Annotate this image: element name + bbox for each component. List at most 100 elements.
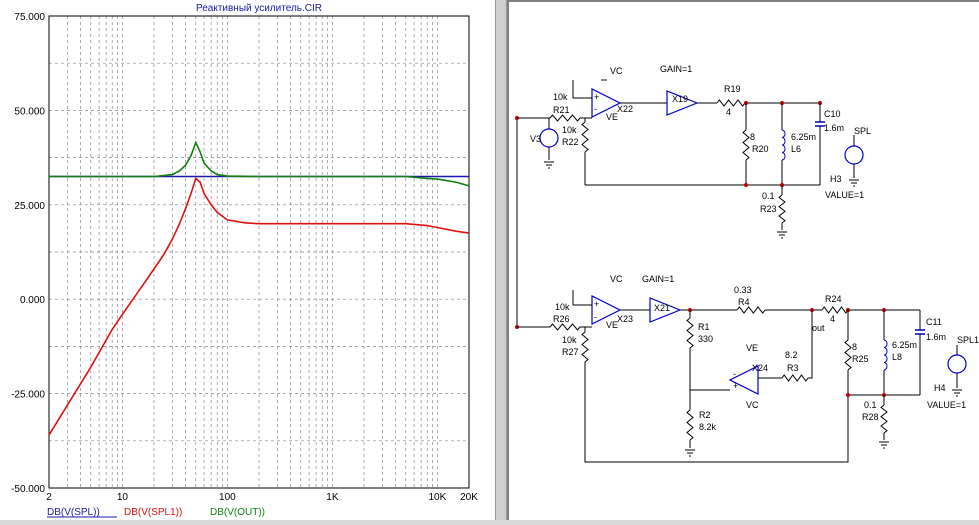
- y-tick-label: -25.000: [11, 390, 45, 401]
- resistor-R24[interactable]: [821, 306, 849, 314]
- resistor-R25[interactable]: [844, 339, 852, 371]
- label-R26: R26: [553, 314, 570, 324]
- label-SPL1: SPL1: [957, 335, 979, 345]
- label-R19: R19: [724, 84, 741, 94]
- label-L6: L6: [791, 144, 801, 154]
- label-R20-value: 8: [750, 132, 755, 142]
- junction-dot: [744, 183, 748, 187]
- wire: [572, 290, 592, 306]
- legend-entry-3[interactable]: DB(V(OUT)): [210, 507, 265, 518]
- y-tick-label: 50.000: [14, 106, 45, 117]
- y-tick-label: 75.000: [14, 12, 45, 23]
- label-R3-value: 8.2: [785, 350, 798, 360]
- opamp-X22-plus: +: [594, 92, 599, 102]
- schematic-group: 10kR21+-VCVEX22V310kR22GAIN=1X19R1948R20…: [515, 64, 979, 463]
- x-tick-label: 10: [117, 492, 129, 503]
- label-X24: X24: [752, 363, 768, 373]
- wire: [572, 80, 592, 99]
- legend-entry-1[interactable]: DB(V(SPL)): [47, 507, 100, 518]
- opamp-X24[interactable]: [728, 365, 759, 395]
- label-H3-value: VALUE=1: [825, 190, 864, 200]
- resistor-R19[interactable]: [716, 99, 746, 107]
- label-C11: C11: [926, 317, 942, 327]
- label-X24-ve: VE: [746, 343, 758, 353]
- label-X22-vc: VC: [610, 66, 623, 76]
- label-R28-value: 0.1: [864, 400, 877, 410]
- x-tick-label: 10K: [428, 492, 446, 503]
- label-R28: R28: [862, 412, 879, 422]
- label-R20: R20: [752, 144, 769, 154]
- label-X22: X22: [617, 104, 633, 114]
- resistor-R22[interactable]: [581, 121, 589, 153]
- label-H4-value: VALUE=1: [927, 400, 966, 410]
- source-SPL1[interactable]: [947, 354, 967, 374]
- label-R1-value: 330: [698, 334, 713, 344]
- schematic-svg[interactable]: 10kR21+-VCVEX22V310kR22GAIN=1X19R1948R20…: [509, 2, 979, 520]
- resistor-R21[interactable]: [549, 114, 581, 122]
- label-X24-vc: VC: [746, 400, 759, 410]
- label-C10: C10: [824, 109, 841, 119]
- wire: [584, 362, 849, 463]
- label-R24-value: 4: [830, 314, 835, 324]
- series-line-2: [48, 177, 470, 436]
- source-SPL[interactable]: [844, 145, 864, 165]
- label-H4: H4: [934, 383, 946, 393]
- label-SPL: SPL: [854, 126, 871, 136]
- resistor-R2[interactable]: [686, 409, 694, 441]
- label-gain-1: GAIN=1: [660, 64, 692, 74]
- label-R26-value: 10k: [555, 302, 570, 312]
- label-R19-value: 4: [726, 107, 731, 117]
- opamp-X23[interactable]: [591, 295, 622, 325]
- x-tick-label: 100: [219, 492, 236, 503]
- chart-svg[interactable]: Реактивный усилитель.CIR75.00050.00025.0…: [0, 0, 495, 520]
- x-tick-label: 2: [46, 492, 52, 503]
- opamp-X24-plus: +: [733, 381, 738, 391]
- pane-divider[interactable]: [495, 0, 507, 520]
- label-R23: R23: [760, 204, 777, 214]
- label-R27-value: 10k: [562, 335, 577, 345]
- x-tick-label: 20K: [460, 492, 478, 503]
- plot-frame: [48, 15, 470, 489]
- inductor-L6[interactable]: [781, 129, 786, 161]
- label-X23-vc: VC: [610, 274, 623, 284]
- label-R4: R4: [738, 297, 750, 307]
- resistor-R26[interactable]: [549, 323, 581, 331]
- label-R2-value: 8.2k: [699, 422, 717, 432]
- label-gain-2: GAIN=1: [642, 274, 674, 284]
- label-out: out: [812, 323, 825, 333]
- opamp-X22[interactable]: [591, 88, 622, 118]
- label-C11-value: 1.6m: [926, 332, 946, 342]
- label-R21: R21: [553, 105, 570, 115]
- label-R22: R22: [562, 137, 579, 147]
- resistor-R23[interactable]: [778, 194, 786, 224]
- resistor-R20[interactable]: [742, 129, 750, 161]
- label-R25-value: 8: [852, 342, 857, 352]
- resistor-R27[interactable]: [581, 331, 589, 363]
- inductor-L8[interactable]: [883, 339, 888, 371]
- label-R21-value: 10k: [553, 92, 568, 102]
- label-R3: R3: [787, 363, 799, 373]
- buffer-X19[interactable]: [666, 90, 699, 116]
- opamp-X22-minus: -: [594, 104, 597, 114]
- label-C10-value: 1.6m: [824, 123, 844, 133]
- label-H3: H3: [830, 174, 842, 184]
- label-X19: X19: [672, 94, 688, 104]
- resistor-R28[interactable]: [880, 404, 888, 434]
- opamp-X24-minus: -: [733, 369, 736, 379]
- resistor-R3[interactable]: [781, 374, 809, 382]
- wire: [580, 117, 586, 122]
- label-X23: X23: [617, 314, 633, 324]
- resistor-R1[interactable]: [686, 317, 694, 349]
- buffer-X21[interactable]: [649, 297, 682, 323]
- label-R23-value: 0.1: [762, 191, 775, 201]
- series-line-3: [49, 140, 470, 187]
- resistor-R4[interactable]: [736, 306, 766, 314]
- label-X23-ve: VE: [606, 320, 618, 330]
- label-R22-value: 10k: [562, 125, 577, 135]
- label-X21: X21: [654, 303, 670, 313]
- source-V3[interactable]: [539, 128, 559, 148]
- label-R4-value: 0.33: [734, 285, 752, 295]
- legend-entry-2[interactable]: DB(V(SPL1)): [124, 507, 182, 518]
